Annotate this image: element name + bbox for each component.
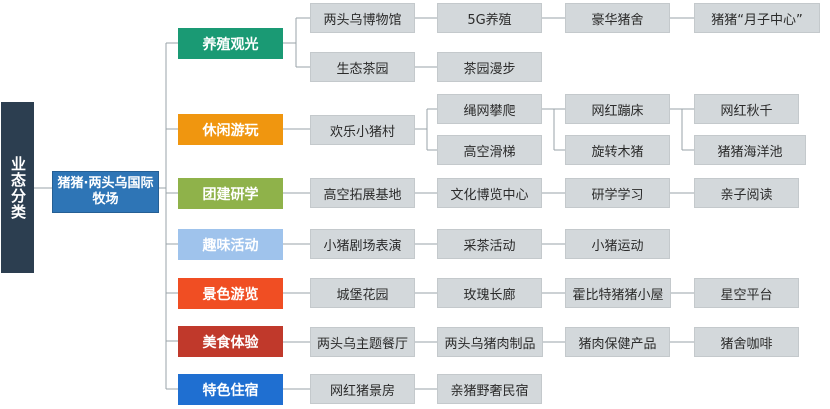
leaf-label: 玫瑰长廊 <box>463 287 516 303</box>
leaf-node: 两头乌博物馆 <box>310 3 415 33</box>
leaf-node: 亲猪野奢民宿 <box>437 374 542 404</box>
category-activities: 趣味活动 <box>178 229 283 260</box>
leaf-node: 猪舍咖啡 <box>694 327 799 357</box>
leaf-label: 旋转木猪 <box>591 144 644 160</box>
category-breeding: 养殖观光 <box>178 28 283 59</box>
leaf-label: 两头乌主题餐厅 <box>316 336 408 352</box>
leaf-node: 5G养殖 <box>437 3 542 33</box>
leaf-node: 猪猪海洋池 <box>694 135 806 165</box>
leaf-label: 研学学习 <box>591 187 644 203</box>
leaf-label: 猪猪“月子中心” <box>711 12 803 28</box>
leaf-node: 两头乌猪肉制品 <box>437 327 543 357</box>
leaf-node: 网红猪景房 <box>310 374 415 404</box>
leaf-node: 欢乐小猪村 <box>310 115 415 145</box>
leaf-node: 茶园漫步 <box>437 52 542 82</box>
category-label: 团建研学 <box>202 186 259 203</box>
leaf-label: 茶园漫步 <box>463 61 516 77</box>
leaf-label: 星空平台 <box>720 287 773 303</box>
leaf-label: 霍比特猪猪小屋 <box>572 287 664 303</box>
category-label: 趣味活动 <box>202 237 259 254</box>
category-label: 休闲游玩 <box>202 122 259 139</box>
leaf-node: 豪华猪舍 <box>565 3 670 33</box>
category-leisure: 休闲游玩 <box>178 114 283 145</box>
category-teambuilding: 团建研学 <box>178 178 283 209</box>
category-lodging: 特色住宿 <box>178 374 283 405</box>
category-label: 养殖观光 <box>202 36 259 53</box>
leaf-label: 亲猪野奢民宿 <box>450 383 529 399</box>
leaf-label: 猪猪海洋池 <box>717 144 783 160</box>
leaf-label: 网红猪景房 <box>329 383 395 399</box>
leaf-node: 采茶活动 <box>437 229 542 259</box>
leaf-label: 猪舍咖啡 <box>720 336 773 352</box>
leaf-label: 高空滑梯 <box>463 144 516 160</box>
leaf-node: 研学学习 <box>565 178 670 208</box>
leaf-label: 生态茶园 <box>336 61 389 77</box>
leaf-label: 小猪剧场表演 <box>323 238 402 254</box>
leaf-label: 小猪运动 <box>591 238 644 254</box>
root-node: 业态分类 <box>1 102 34 273</box>
leaf-node: 亲子阅读 <box>694 178 799 208</box>
leaf-node: 星空平台 <box>694 278 799 308</box>
leaf-node: 猪猪“月子中心” <box>694 3 820 33</box>
leaf-node: 旋转木猪 <box>565 135 670 165</box>
leaf-node: 玫瑰长廊 <box>437 278 542 308</box>
leaf-node: 网红蹦床 <box>565 94 670 124</box>
leaf-node: 生态茶园 <box>310 52 415 82</box>
leaf-label: 网红秋千 <box>720 103 773 119</box>
leaf-label: 文化博览中心 <box>450 187 529 203</box>
leaf-node: 猪肉保健产品 <box>565 327 670 357</box>
leaf-label: 绳网攀爬 <box>463 103 516 119</box>
leaf-node: 绳网攀爬 <box>437 94 542 124</box>
leaf-node: 高空滑梯 <box>437 135 542 165</box>
leaf-node: 小猪剧场表演 <box>310 229 415 259</box>
category-scenery: 景色游览 <box>178 278 283 309</box>
leaf-node: 文化博览中心 <box>437 178 542 208</box>
category-label: 美食体验 <box>202 334 259 351</box>
category-food: 美食体验 <box>178 326 283 357</box>
leaf-node: 高空拓展基地 <box>310 178 415 208</box>
category-label: 特色住宿 <box>202 382 259 399</box>
leaf-label: 5G养殖 <box>467 12 512 28</box>
hub-label: 猪猪·两头乌国际牧场 <box>57 176 154 207</box>
leaf-node: 网红秋千 <box>694 94 799 124</box>
leaf-label: 欢乐小猪村 <box>329 124 395 140</box>
leaf-label: 城堡花园 <box>336 287 389 303</box>
leaf-node: 两头乌主题餐厅 <box>310 327 415 357</box>
leaf-label: 采茶活动 <box>463 238 516 254</box>
leaf-label: 猪肉保健产品 <box>578 336 657 352</box>
leaf-label: 豪华猪舍 <box>591 12 644 28</box>
leaf-node: 小猪运动 <box>565 229 670 259</box>
hub-node: 猪猪·两头乌国际牧场 <box>52 171 159 213</box>
root-label: 业态分类 <box>9 155 27 220</box>
leaf-label: 网红蹦床 <box>591 103 644 119</box>
leaf-node: 城堡花园 <box>310 278 415 308</box>
category-label: 景色游览 <box>202 286 259 303</box>
leaf-label: 高空拓展基地 <box>323 187 402 203</box>
leaf-label: 两头乌博物馆 <box>323 12 402 28</box>
leaf-label: 亲子阅读 <box>720 187 773 203</box>
leaf-label: 两头乌猪肉制品 <box>444 336 536 352</box>
leaf-node: 霍比特猪猪小屋 <box>565 278 671 308</box>
